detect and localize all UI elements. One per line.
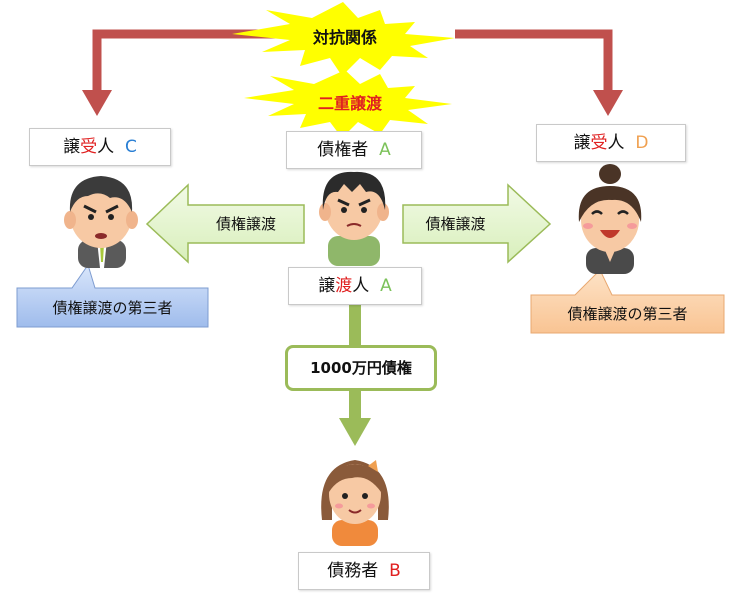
callout-right-shape bbox=[530, 269, 725, 334]
woman-smile-icon bbox=[578, 164, 642, 274]
arrow-head-left bbox=[82, 90, 112, 116]
transferee-c-pre: 譲 bbox=[63, 137, 81, 157]
third-party-left-label: 債権譲渡の第三者 bbox=[52, 299, 173, 317]
transferor-pre: 譲 bbox=[318, 276, 336, 296]
burst-double-transfer bbox=[244, 70, 452, 138]
amount-label: 1000万円債権 bbox=[285, 345, 437, 391]
transfer-arrow-right-label: 債権譲渡 bbox=[425, 215, 486, 233]
double-transfer-label: 二重譲渡 bbox=[317, 94, 382, 113]
transferor-letter: A bbox=[380, 276, 392, 296]
debtor-letter: B bbox=[389, 561, 401, 581]
third-party-right-label: 債権譲渡の第三者 bbox=[567, 305, 688, 323]
transferee-c-label: 譲受人 C bbox=[29, 128, 171, 166]
transferee-c-post: 人 bbox=[97, 137, 115, 157]
conflict-label: 対抗関係 bbox=[312, 28, 377, 47]
transferee-c-letter: C bbox=[124, 137, 137, 157]
man-center-icon bbox=[319, 171, 389, 266]
man-angry-icon bbox=[64, 176, 138, 268]
transfer-arrow-left bbox=[145, 183, 305, 264]
transferee-d-label: 譲受人 D bbox=[536, 124, 686, 162]
transferor-post: 人 bbox=[352, 276, 370, 296]
debtor-label: 債務者 B bbox=[298, 552, 430, 590]
transferee-d-letter: D bbox=[635, 133, 649, 153]
creditor-label: 債権者 A bbox=[286, 131, 422, 169]
transferee-d-pre: 譲 bbox=[573, 133, 591, 153]
transferor-mid: 渡 bbox=[335, 276, 353, 296]
transferee-c-mid: 受 bbox=[80, 137, 98, 157]
transfer-arrow-left-label: 債権譲渡 bbox=[215, 215, 276, 233]
creditor-letter: A bbox=[379, 140, 391, 160]
transferor-label: 譲渡人 A bbox=[288, 267, 422, 305]
debtor-prefix: 債務者 bbox=[327, 561, 379, 581]
transferee-d-mid: 受 bbox=[590, 133, 608, 153]
burst-conflict bbox=[232, 2, 455, 76]
debt-arrow bbox=[339, 305, 371, 446]
arrow-head-right bbox=[593, 90, 623, 116]
callout-left-shape bbox=[16, 263, 209, 328]
girl-icon bbox=[321, 460, 389, 546]
creditor-prefix: 債権者 bbox=[317, 140, 369, 160]
transferee-d-post: 人 bbox=[607, 133, 625, 153]
transfer-arrow-right bbox=[402, 183, 552, 264]
